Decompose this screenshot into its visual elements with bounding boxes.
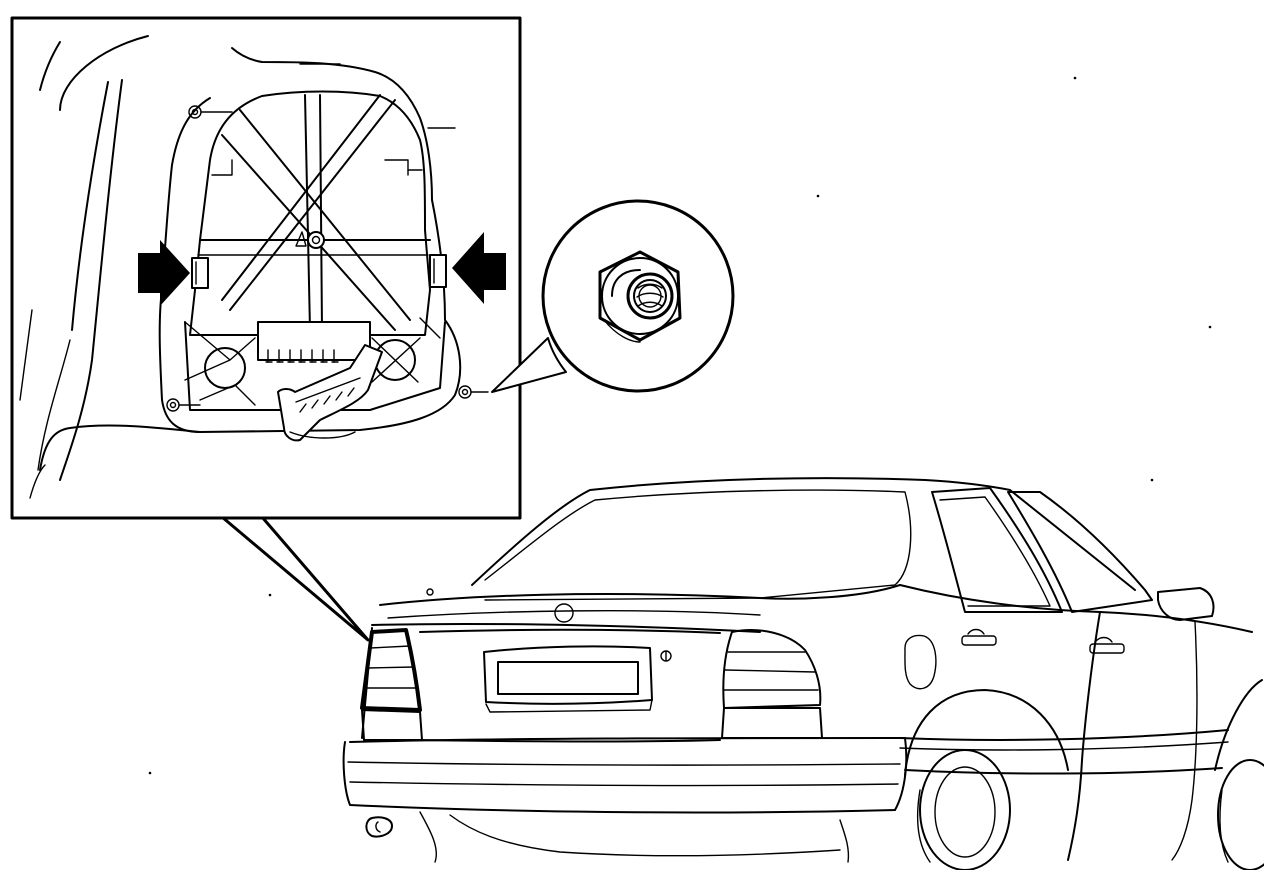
tail-light-detail-box <box>10 16 522 520</box>
arrow-icon <box>138 240 190 306</box>
nut-icon <box>598 250 682 343</box>
detail-callout-pointer <box>220 515 370 642</box>
arrow-icon <box>452 232 506 304</box>
screw-icon <box>188 105 233 119</box>
scan-specks <box>148 76 1212 775</box>
car-rear-view-icon <box>342 477 1264 870</box>
screw-icon <box>166 398 201 412</box>
screw-icon <box>458 385 489 399</box>
nut-detail-callout <box>491 199 735 393</box>
